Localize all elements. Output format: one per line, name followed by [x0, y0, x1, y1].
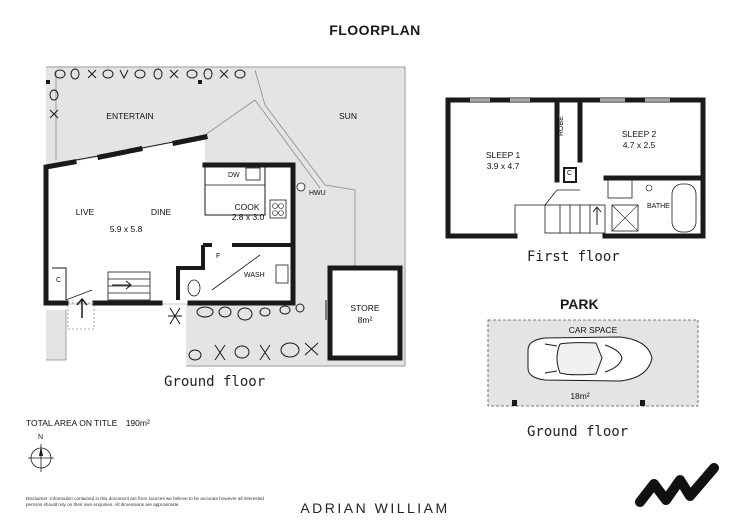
room-label-store: STORE [350, 303, 380, 313]
room-label-wash: WASH [244, 272, 265, 279]
room-size-sleep2: 4.7 x 2.5 [622, 140, 656, 150]
room-label-c-ground: C [56, 277, 62, 284]
total-area-value: 190m² [125, 418, 150, 428]
room-label-bathe: BATHE [647, 203, 670, 210]
appliance-label-dw: DW [228, 172, 240, 179]
caption-first-floor: First floor [527, 249, 620, 265]
room-label-c-first: C [567, 170, 573, 177]
room-size-cook: 2.8 x 3.0 [231, 212, 265, 222]
room-label-sleep2: SLEEP 2 [621, 129, 657, 139]
total-area-label: TOTAL AREA ON TITLE [26, 418, 118, 428]
brand-logo-icon [635, 463, 719, 507]
room-label-live: LIVE [75, 207, 95, 217]
room-label-cook: COOK [234, 202, 260, 212]
room-label-sleep1: SLEEP 1 [485, 150, 521, 160]
north-label: N [38, 434, 44, 441]
car-space-size: 18m² [570, 391, 590, 401]
north-compass: N [28, 434, 58, 474]
room-size-sleep1: 3.9 x 4.7 [486, 161, 520, 171]
total-area: TOTAL AREA ON TITLE 190m² [26, 418, 150, 428]
room-size-live-dine: 5.9 x 5.8 [109, 224, 143, 234]
room-size-store: 8m² [357, 315, 373, 325]
room-label-f: F [216, 253, 221, 260]
room-label-sun: SUN [339, 111, 357, 121]
floorplan-title: FLOORPLAN [329, 22, 421, 38]
park-heading: PARK [560, 296, 599, 312]
appliance-label-hwu: HWU [309, 190, 326, 197]
compass-icon [28, 444, 54, 472]
room-label-dine: DINE [150, 207, 172, 217]
brand-name: ADRIAN WILLIAM [300, 500, 450, 516]
caption-park-ground-floor: Ground floor [527, 424, 629, 440]
disclaimer: Disclaimer: Information contained in thi… [26, 496, 264, 508]
room-label-robe: ROBE [558, 116, 565, 136]
room-label-entertain: ENTERTAIN [106, 111, 154, 121]
caption-ground-floor: Ground floor [164, 374, 266, 390]
car-space-label: CAR SPACE [568, 325, 618, 335]
